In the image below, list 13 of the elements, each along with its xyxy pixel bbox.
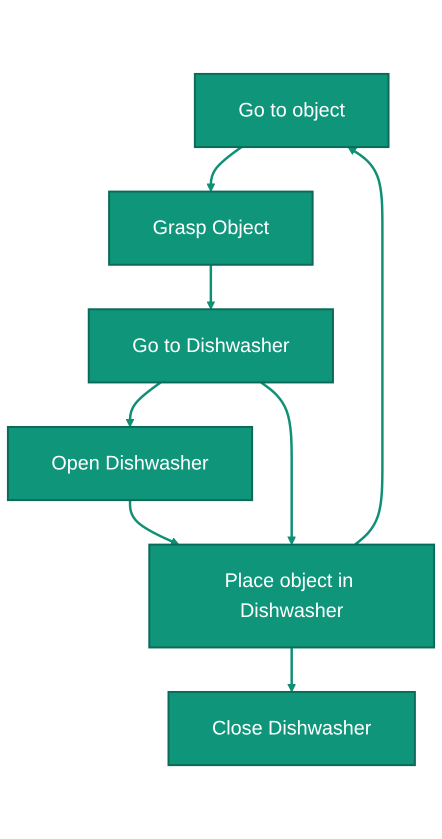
arrow	[126, 381, 162, 428]
arrow	[206, 146, 242, 192]
node-box: Close Dishwasher	[168, 690, 416, 766]
node-box: Go to Dishwasher	[88, 308, 334, 384]
node-box: Grasp Object	[108, 190, 314, 266]
node-box: Open Dishwasher	[6, 426, 254, 502]
arrow	[206, 264, 216, 310]
node-box: Place object in Dishwasher	[148, 544, 436, 648]
node-box: Go to object	[194, 72, 390, 148]
arrow	[348, 146, 384, 546]
arrow	[128, 500, 180, 546]
arrow	[260, 381, 296, 545]
arrow	[287, 647, 296, 692]
